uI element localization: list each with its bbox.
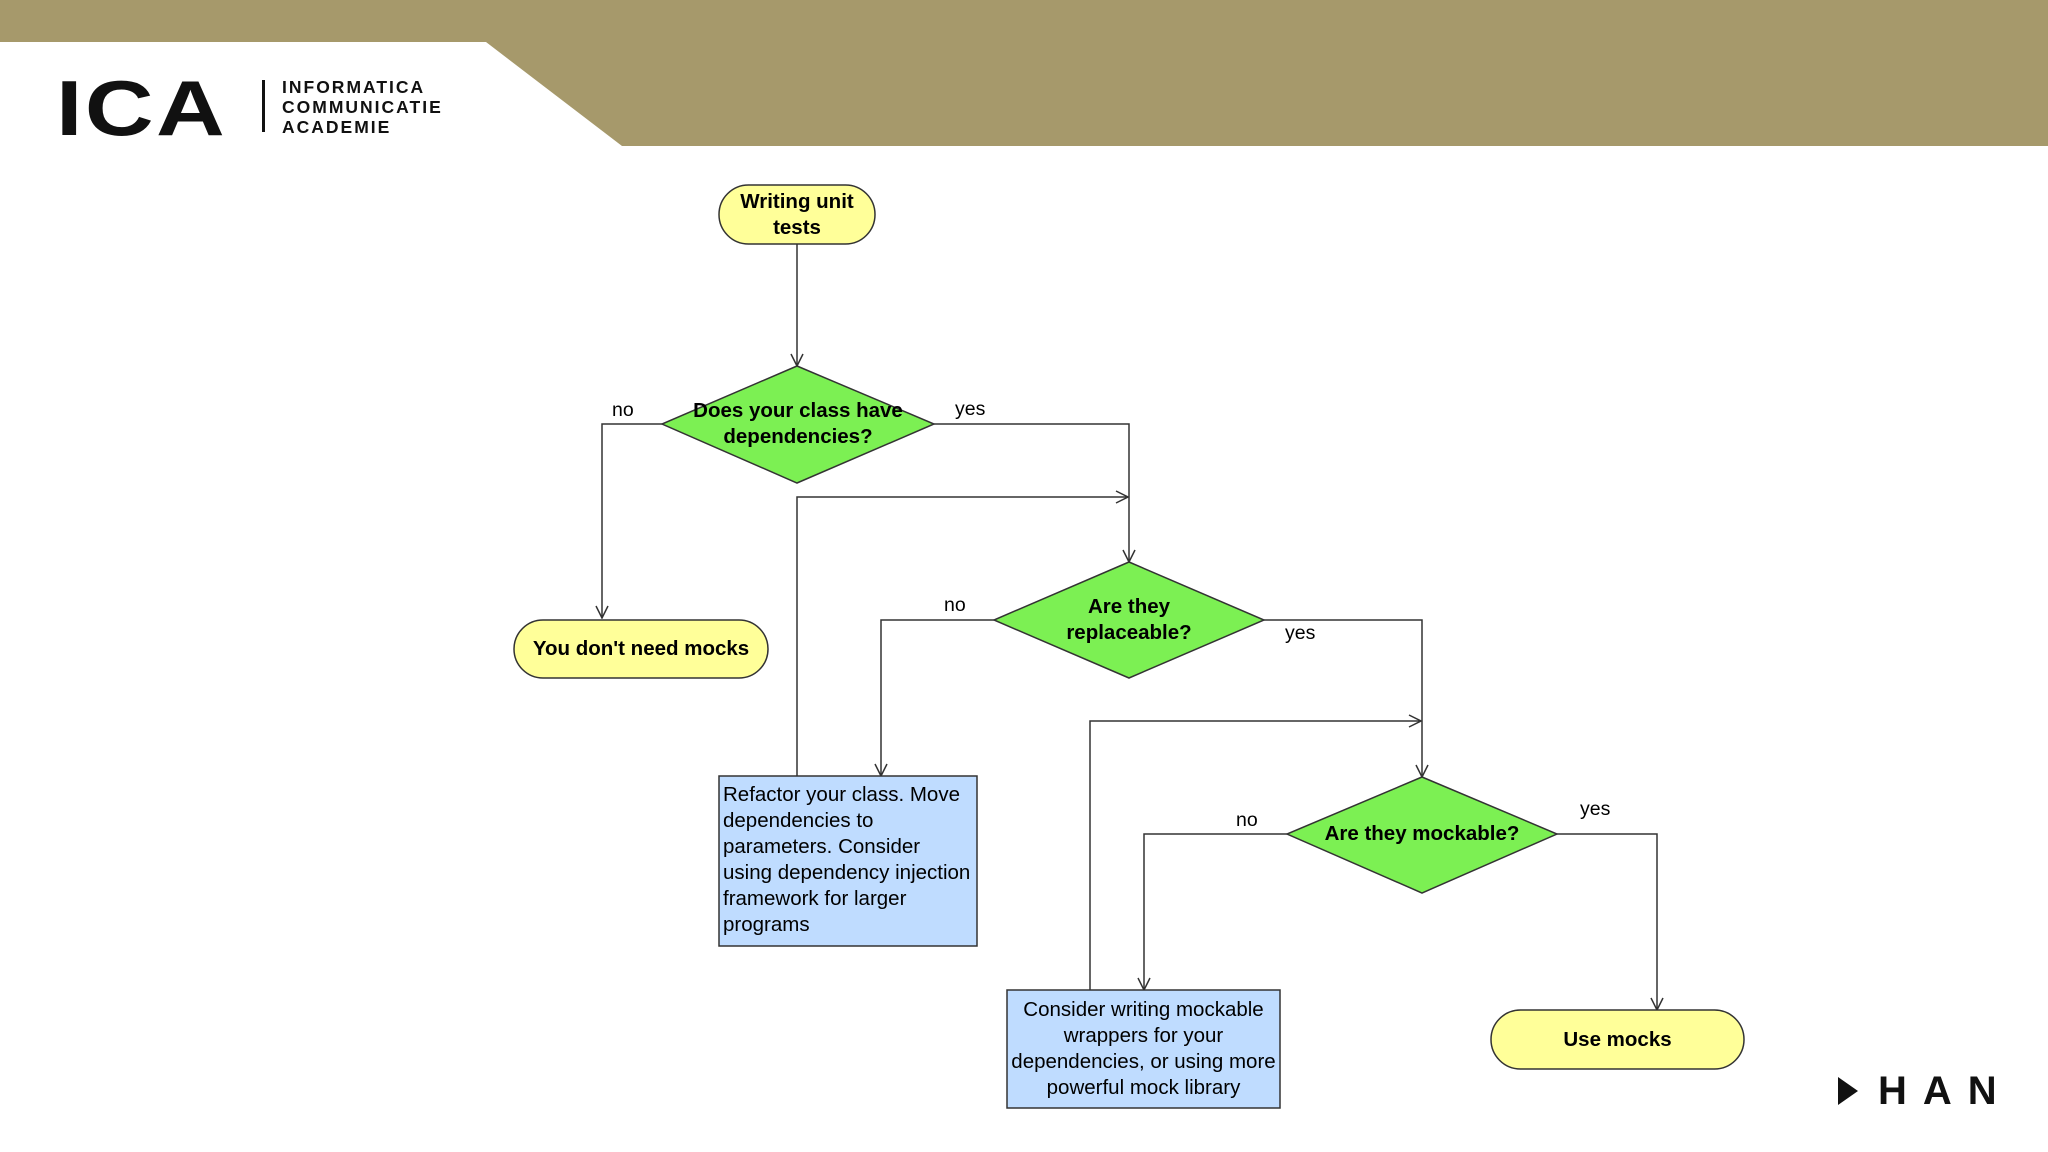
edge-mockable-yes [1557,833,1657,1010]
ica-logo-subtitle: INFORMATICA COMMUNICATIE ACADEMIE [282,77,443,137]
edge-mockable-no [1144,833,1287,990]
logo-sub-line-3: ACADEMIE [282,117,392,137]
edge-dependencies-no [602,423,662,618]
edge-label-yes-3: yes [1580,798,1611,820]
replaceable-decision [992,561,1266,679]
ica-logo: ICA [56,64,228,152]
han-logo: HAN [1838,1068,2013,1114]
header-band [0,0,2048,146]
no-mocks-label: You don't need mocks [532,637,750,660]
replaceable-question: Are they replaceable? [1066,595,1192,644]
edge-wrappers-loop [1089,721,1421,990]
wrappers-text: Consider writing mockable wrappers for y… [1011,998,1276,1099]
mockable-question: Are they mockable? [1324,822,1520,845]
edge-label-yes-1: yes [955,398,986,420]
start-terminal [718,184,876,245]
logo-sub-line-1: INFORMATICA [282,77,426,97]
edge-label-yes-2: yes [1285,622,1316,644]
start-label: Writing unit tests [740,189,854,239]
refactor-action [718,775,978,947]
refactor-text: Refactor your class. Move dependencies t… [723,783,971,936]
use-mocks-terminal [1490,1009,1745,1070]
logo-sub-line-2: COMMUNICATIE [282,97,443,117]
edge-replaceable-no [881,619,994,776]
no-mocks-terminal [513,619,769,679]
edge-label-no-2: no [944,594,966,616]
edge-replaceable-yes [1264,619,1422,777]
logo-divider [262,80,265,132]
edge-label-no-3: no [1236,809,1258,831]
edge-refactor-loop [796,497,1128,776]
play-triangle-icon [1838,1077,1858,1105]
edge-label-no-1: no [612,399,634,421]
use-mocks-label: Use mocks [1563,1027,1672,1051]
dependencies-decision [660,365,936,484]
wrappers-action [1006,989,1281,1109]
dependencies-question: Does your class have dependencies? [693,399,903,448]
edge-dependencies-yes [934,423,1129,562]
han-wordmark: HAN [1878,1069,2013,1113]
mockable-decision [1285,776,1559,894]
